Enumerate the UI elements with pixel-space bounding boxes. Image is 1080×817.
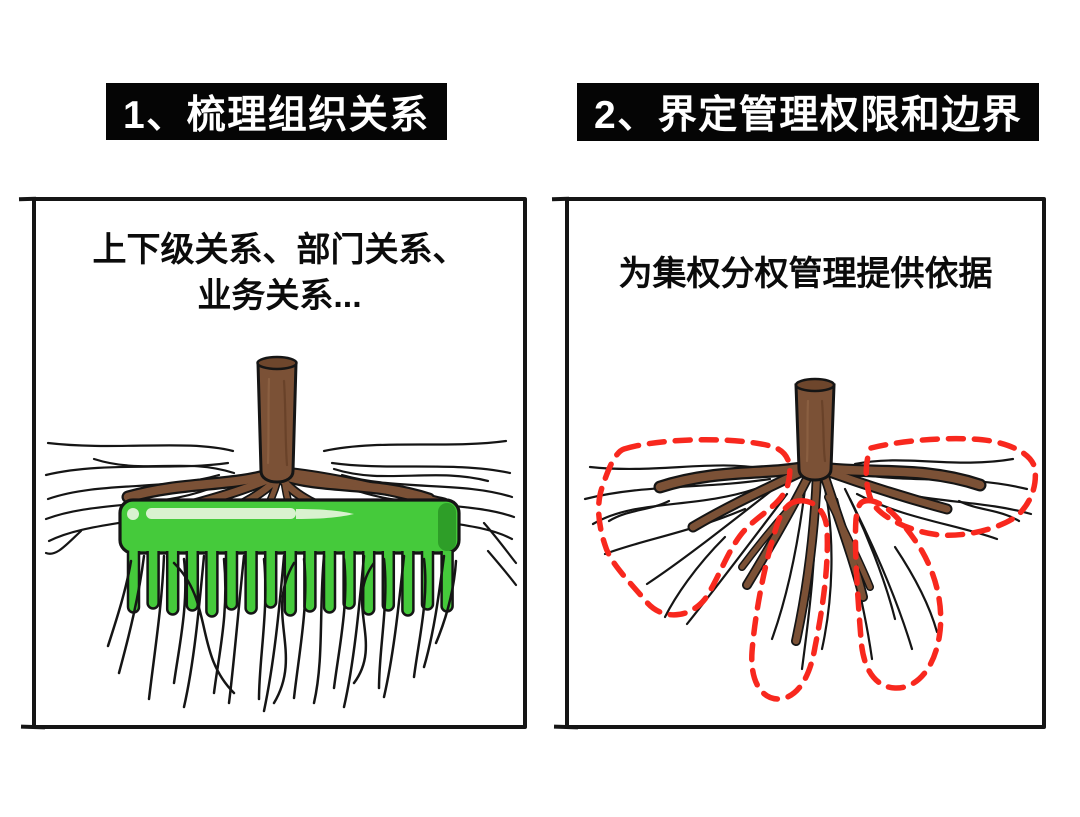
panel1-title-bar: 1、梳理组织关系 — [106, 83, 447, 140]
panel2-frame: 为集权分权管理提供依据 — [565, 197, 1046, 729]
panel1-caption-line2: 业务关系... — [197, 277, 362, 315]
panel2-title-text: 2、界定管理权限和边界 — [594, 94, 1023, 137]
panel2-caption: 为集权分权管理提供依据 — [569, 251, 1042, 297]
panel2-title-bar: 2、界定管理权限和边界 — [577, 83, 1040, 141]
panel2-caption-line1: 为集权分权管理提供依据 — [618, 255, 993, 293]
panel1-caption-line1: 上下级关系、部门关系、 — [92, 231, 467, 269]
panel1-frame: 上下级关系、部门关系、 业务关系... — [32, 197, 527, 729]
group-outline-left — [595, 436, 793, 618]
tree-stump — [256, 355, 298, 484]
group-outline-bottom-right — [852, 497, 944, 691]
comb-shaded-edge — [438, 503, 456, 551]
green-comb — [118, 498, 461, 618]
panel1-title-text: 1、梳理组织关系 — [123, 93, 430, 137]
roots-combed-illustration — [44, 355, 518, 713]
roots-grouped-illustration — [583, 377, 1039, 702]
red-dashed-group-outlines — [595, 435, 1039, 702]
group-outline-right — [863, 435, 1039, 539]
tree-stump — [794, 377, 836, 482]
comb-highlight — [127, 508, 354, 520]
panel1-caption: 上下级关系、部门关系、 业务关系... — [36, 227, 523, 319]
group-outline-bottom-center — [749, 498, 831, 702]
hanging-root-strands — [106, 554, 458, 713]
